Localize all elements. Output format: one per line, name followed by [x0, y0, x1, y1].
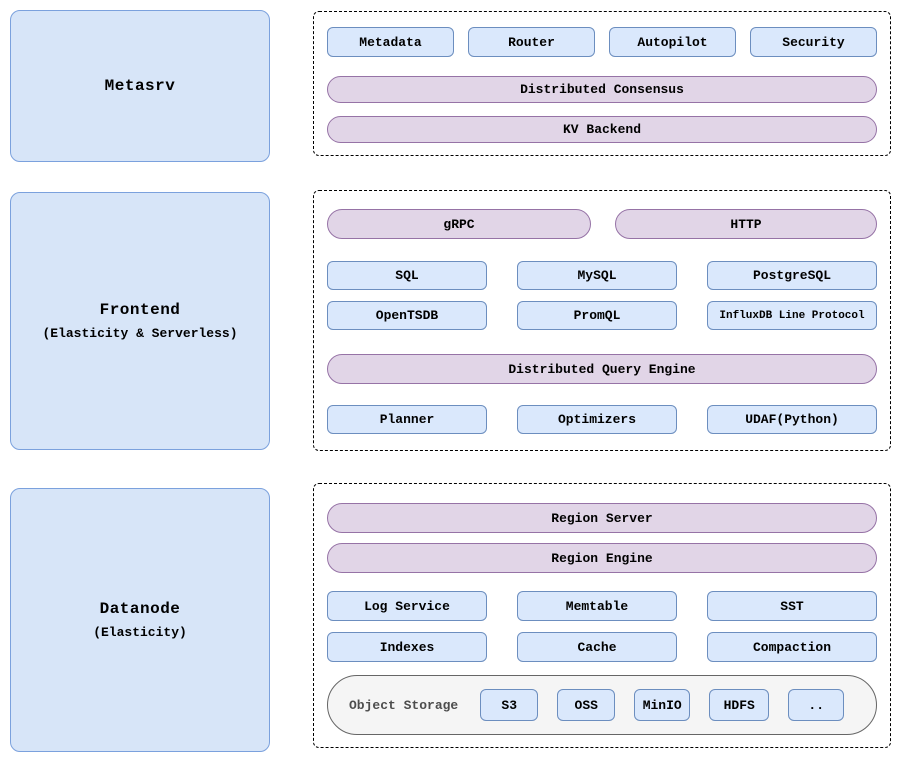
promql-box: PromQL: [517, 301, 677, 330]
hdfs-box: HDFS: [709, 689, 770, 721]
datanode-components-row-2: Indexes Cache Compaction: [327, 632, 877, 662]
datanode-title: Datanode: [99, 600, 181, 618]
compaction-box: Compaction: [707, 632, 877, 662]
indexes-box: Indexes: [327, 632, 487, 662]
autopilot-box: Autopilot: [609, 27, 736, 57]
sst-box: SST: [707, 591, 877, 621]
frontend-subtitle: (Elasticity & Serverless): [42, 326, 238, 341]
minio-box: MinIO: [634, 689, 691, 721]
mysql-box: MySQL: [517, 261, 677, 290]
grpc-pill: gRPC: [327, 209, 591, 239]
engine-components-row: Planner Optimizers UDAF(Python): [327, 405, 877, 434]
security-box: Security: [750, 27, 877, 57]
object-storage-capsule: Object Storage S3 OSS MinIO HDFS ..: [327, 675, 877, 735]
protocols-row-2: OpenTSDB PromQL InfluxDB Line Protocol: [327, 301, 877, 330]
kv-backend-pill: KV Backend: [327, 116, 877, 143]
datanode-components-row-1: Log Service Memtable SST: [327, 591, 877, 621]
metadata-box: Metadata: [327, 27, 454, 57]
datanode-node: Datanode (Elasticity): [10, 488, 270, 752]
metasrv-panel: Metadata Router Autopilot Security Distr…: [313, 11, 891, 156]
log-service-box: Log Service: [327, 591, 487, 621]
s3-box: S3: [480, 689, 539, 721]
router-box: Router: [468, 27, 595, 57]
oss-box: OSS: [557, 689, 616, 721]
datanode-subtitle: (Elasticity): [93, 625, 187, 640]
object-storage-label: Object Storage: [349, 697, 459, 713]
http-pill: HTTP: [615, 209, 877, 239]
sql-box: SQL: [327, 261, 487, 290]
influxdb-line-protocol-box: InfluxDB Line Protocol: [707, 301, 877, 330]
opentsdb-box: OpenTSDB: [327, 301, 487, 330]
memtable-box: Memtable: [517, 591, 677, 621]
metasrv-node: Metasrv: [10, 10, 270, 162]
datanode-panel: Region Server Region Engine Log Service …: [313, 483, 891, 748]
region-engine-pill: Region Engine: [327, 543, 877, 573]
metasrv-components-row: Metadata Router Autopilot Security: [327, 27, 877, 57]
cache-box: Cache: [517, 632, 677, 662]
frontend-title: Frontend: [99, 301, 181, 319]
frontend-panel: gRPC HTTP SQL MySQL PostgreSQL OpenTSDB …: [313, 190, 891, 451]
region-server-pill: Region Server: [327, 503, 877, 533]
udaf-python-box: UDAF(Python): [707, 405, 877, 434]
protocols-row-1: SQL MySQL PostgreSQL: [327, 261, 877, 290]
distributed-query-engine-pill: Distributed Query Engine: [327, 354, 877, 384]
frontend-node: Frontend (Elasticity & Serverless): [10, 192, 270, 450]
metasrv-title: Metasrv: [104, 77, 176, 95]
distributed-consensus-pill: Distributed Consensus: [327, 76, 877, 103]
postgresql-box: PostgreSQL: [707, 261, 877, 290]
protocol-pills-row: gRPC HTTP: [327, 209, 877, 239]
planner-box: Planner: [327, 405, 487, 434]
other-storage-box: ..: [788, 689, 845, 721]
optimizers-box: Optimizers: [517, 405, 677, 434]
